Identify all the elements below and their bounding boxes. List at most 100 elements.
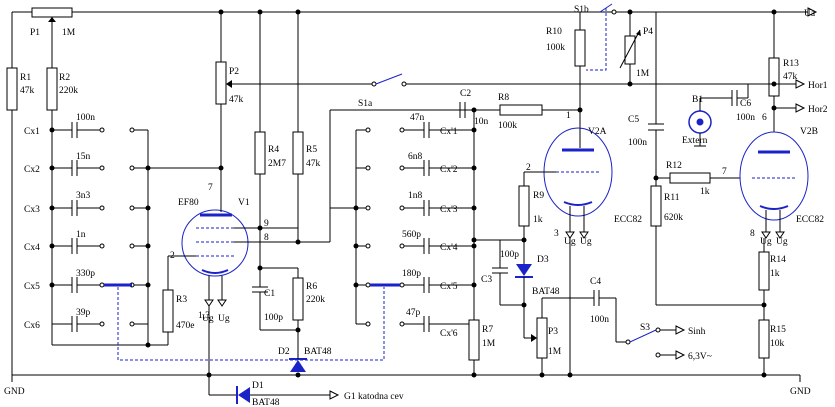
extern-label: Extern <box>682 136 708 146</box>
cx3-value: 3n3 <box>76 191 91 201</box>
cx3-name: Cx3 <box>24 205 40 215</box>
pin6-v2b: 6 <box>762 113 767 123</box>
p1-value: 1M <box>62 28 76 38</box>
v2a-label: V2A <box>588 127 607 137</box>
sinh-label: Sinh <box>688 327 706 337</box>
cx2-value: 15n <box>76 152 91 162</box>
c5-label: C5 <box>628 115 639 125</box>
resistor-r6 <box>292 277 304 321</box>
r13-label: R13 <box>783 59 799 69</box>
cx2p-cap <box>404 160 474 176</box>
ug-v2a-b: Ug <box>580 237 592 247</box>
capacitor-c6 <box>731 90 738 106</box>
pin13-v1: 1,3 <box>198 311 210 321</box>
capacitor-c4 <box>593 290 600 306</box>
c3-value: 100p <box>500 250 519 260</box>
r7-value: 1M <box>482 339 496 349</box>
s3-label: S3 <box>640 323 650 333</box>
r9-label: R9 <box>533 191 544 201</box>
r10-value: 100k <box>546 43 565 53</box>
potentiometer-p1 <box>31 7 73 28</box>
pin9-v1: 9 <box>264 219 269 229</box>
pin7-v1: 7 <box>208 183 213 193</box>
r1-label: R1 <box>20 73 31 83</box>
gnd-left-label: GND <box>4 387 25 397</box>
g1-label: G1 katodna cev <box>344 392 404 402</box>
cx2p-value: 6n8 <box>408 152 423 162</box>
cx-right-bank <box>330 110 477 332</box>
r9-value: 1k <box>533 215 543 225</box>
r14-label: R14 <box>770 255 786 265</box>
c6-label: C6 <box>740 99 751 109</box>
cx5p-value: 180p <box>402 269 421 279</box>
hor2-label: Hor2 <box>808 105 828 115</box>
switch-s1b-hor <box>371 73 764 87</box>
cx2-name: Cx2 <box>24 165 40 175</box>
cx4-value: 1n <box>76 230 86 240</box>
r3-label: R3 <box>176 295 187 305</box>
r13-value: 47k <box>783 72 798 82</box>
resistor-r15 <box>758 319 770 359</box>
r4-value: 2M7 <box>268 159 286 169</box>
resistor-r14 <box>758 251 770 291</box>
cx3p-value: 1n8 <box>408 191 423 201</box>
s1b-label: S1b <box>574 5 589 15</box>
capacitor-c5 <box>648 123 664 131</box>
d1-label: D1 <box>252 381 264 391</box>
pin3-v2a: 3 <box>554 229 559 239</box>
resistor-r3 <box>162 289 174 333</box>
c5-value: 100n <box>628 138 647 148</box>
pin1-v2a: 1 <box>566 111 571 121</box>
resistor-r9 <box>518 185 530 227</box>
cx5p-name: Cx'5 <box>440 282 458 292</box>
cx2p-name: Cx'2 <box>440 165 458 175</box>
diode-d1 <box>236 386 250 404</box>
cx1p-name: Cx'1 <box>440 127 458 137</box>
pin7-v2b: 7 <box>722 167 727 177</box>
cx1-value: 100n <box>76 113 95 123</box>
ef80-label: EF80 <box>178 198 199 208</box>
d3-value: BAT48 <box>532 287 560 297</box>
resistor-r11 <box>650 185 662 227</box>
v1-label: V1 <box>238 198 250 208</box>
tube-v1-ef80 <box>181 209 249 307</box>
cx1p-cap <box>404 122 474 138</box>
resistor-r4 <box>254 131 266 175</box>
diode-d2 <box>289 358 307 372</box>
r6-value: 220k <box>306 295 325 305</box>
hor1-label: Hor1 <box>808 81 828 91</box>
r11-value: 620k <box>664 213 683 223</box>
cx5-cap <box>52 277 100 293</box>
d2-label: D2 <box>278 347 290 357</box>
cx3p-name: Cx'3 <box>440 205 458 215</box>
r3-value: 470e <box>176 321 194 331</box>
r5-value: 47k <box>306 159 321 169</box>
r5-label: R5 <box>306 145 317 155</box>
cx1p-value: 47n <box>410 113 425 123</box>
r14-value: 1k <box>770 269 780 279</box>
pin2-v2a: 2 <box>526 163 531 173</box>
c2-label: C2 <box>460 89 471 99</box>
gnd-right-label: GND <box>790 387 811 397</box>
resistor-r13 <box>768 57 780 97</box>
c1-label: C1 <box>264 289 275 299</box>
c4-value: 100n <box>590 315 609 325</box>
c4-label: C4 <box>590 277 601 287</box>
resistor-r8 <box>499 104 543 116</box>
resistor-r12 <box>669 172 711 184</box>
cx4p-value: 560p <box>402 230 421 240</box>
c2-value: 10n <box>474 117 489 127</box>
p2-value: 47k <box>229 95 244 105</box>
r2-value: 220k <box>59 86 78 96</box>
resistor-r7 <box>468 319 480 361</box>
pin8-v1: 8 <box>264 233 269 243</box>
cx4p-name: Cx'4 <box>440 243 458 253</box>
p2-label: P2 <box>229 67 239 77</box>
resistor-r1 <box>6 67 18 111</box>
ug-v2b-b: Ug <box>776 237 788 247</box>
d3-label: D3 <box>537 255 549 265</box>
capacitor-c3 <box>492 267 508 274</box>
ug-v1-a: Ug <box>202 314 214 324</box>
b1-label: B1 <box>692 95 703 105</box>
